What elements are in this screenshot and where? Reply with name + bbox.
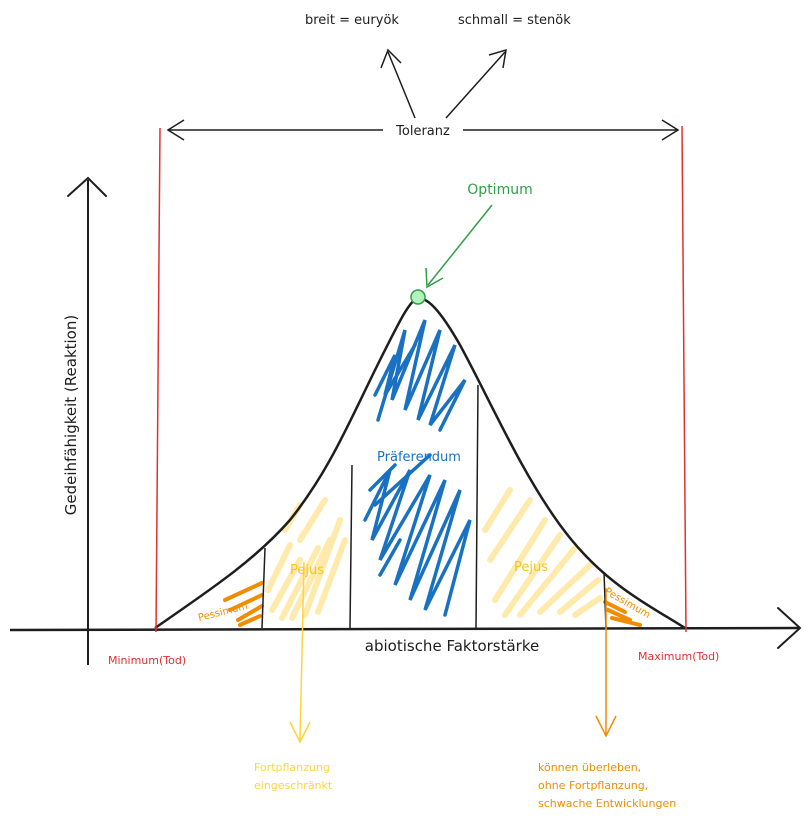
- label-praeferendum: Präferendum: [377, 450, 461, 465]
- praeferendum-pejus-divider-right: [475, 384, 479, 629]
- arrow-to-breit-head-icon: [380, 48, 402, 69]
- minimum-line: [155, 127, 161, 633]
- label-ueberleben-line3: schwache Entwicklungen: [538, 797, 676, 810]
- optimum-point: [410, 289, 426, 305]
- label-breit: breit = euryök: [305, 13, 399, 28]
- optimum-arrow: [427, 204, 493, 286]
- label-pejus-right: Pejus: [514, 560, 548, 575]
- label-ueberleben-line2: ohne Fortpflanzung,: [538, 779, 648, 792]
- toleranz-label-bg: [383, 120, 463, 140]
- label-toleranz: Toleranz: [395, 124, 450, 139]
- x-axis-label: abiotische Faktorstärke: [365, 637, 539, 655]
- y-axis-label: Gedeihfähigkeit (Reaktion): [62, 315, 80, 515]
- label-minimum: Minimum(Tod): [108, 654, 186, 667]
- pejus-praeferendum-divider-left: [349, 464, 353, 629]
- arrow-to-breit: [387, 51, 416, 119]
- toleranz-arrowhead-right-icon: [661, 119, 680, 141]
- label-fortpflanzung-line2: eingeschränkt: [254, 779, 333, 792]
- pessimum-pejus-divider-left: [261, 547, 266, 629]
- optimum-arrowhead-icon: [425, 267, 444, 289]
- label-fortpflanzung-line1: Fortpflanzung: [254, 761, 330, 774]
- fortpflanzung-arrow: [299, 561, 305, 741]
- pessimum-left-marks: [223, 581, 264, 627]
- y-axis-arrow-icon: [67, 176, 107, 197]
- praeferendum-hatching: [363, 319, 472, 617]
- label-ueberleben-line1: können überleben,: [538, 761, 641, 774]
- fortpflanzung-arrowhead-icon: [289, 721, 311, 744]
- x-axis-line: [9, 626, 801, 632]
- pejus-left-hatching: [265, 497, 348, 621]
- arrow-to-schmall-head-icon: [488, 48, 507, 69]
- label-schmall: schmall = stenök: [458, 13, 571, 28]
- arrow-to-schmall: [445, 51, 506, 119]
- label-optimum: Optimum: [467, 182, 532, 198]
- pessimum-right-marks: [603, 600, 642, 627]
- toleranz-arrowhead-left-icon: [166, 119, 185, 141]
- ueberleben-arrowhead-icon: [595, 715, 617, 738]
- maximum-line: [681, 125, 687, 633]
- x-axis-arrow-icon: [777, 607, 802, 649]
- label-maximum: Maximum(Tod): [638, 650, 719, 663]
- label-pessimum-left: Pessimum: [197, 601, 249, 624]
- label-pejus-left: Pejus: [290, 563, 324, 578]
- pejus-right-hatching: [482, 487, 603, 618]
